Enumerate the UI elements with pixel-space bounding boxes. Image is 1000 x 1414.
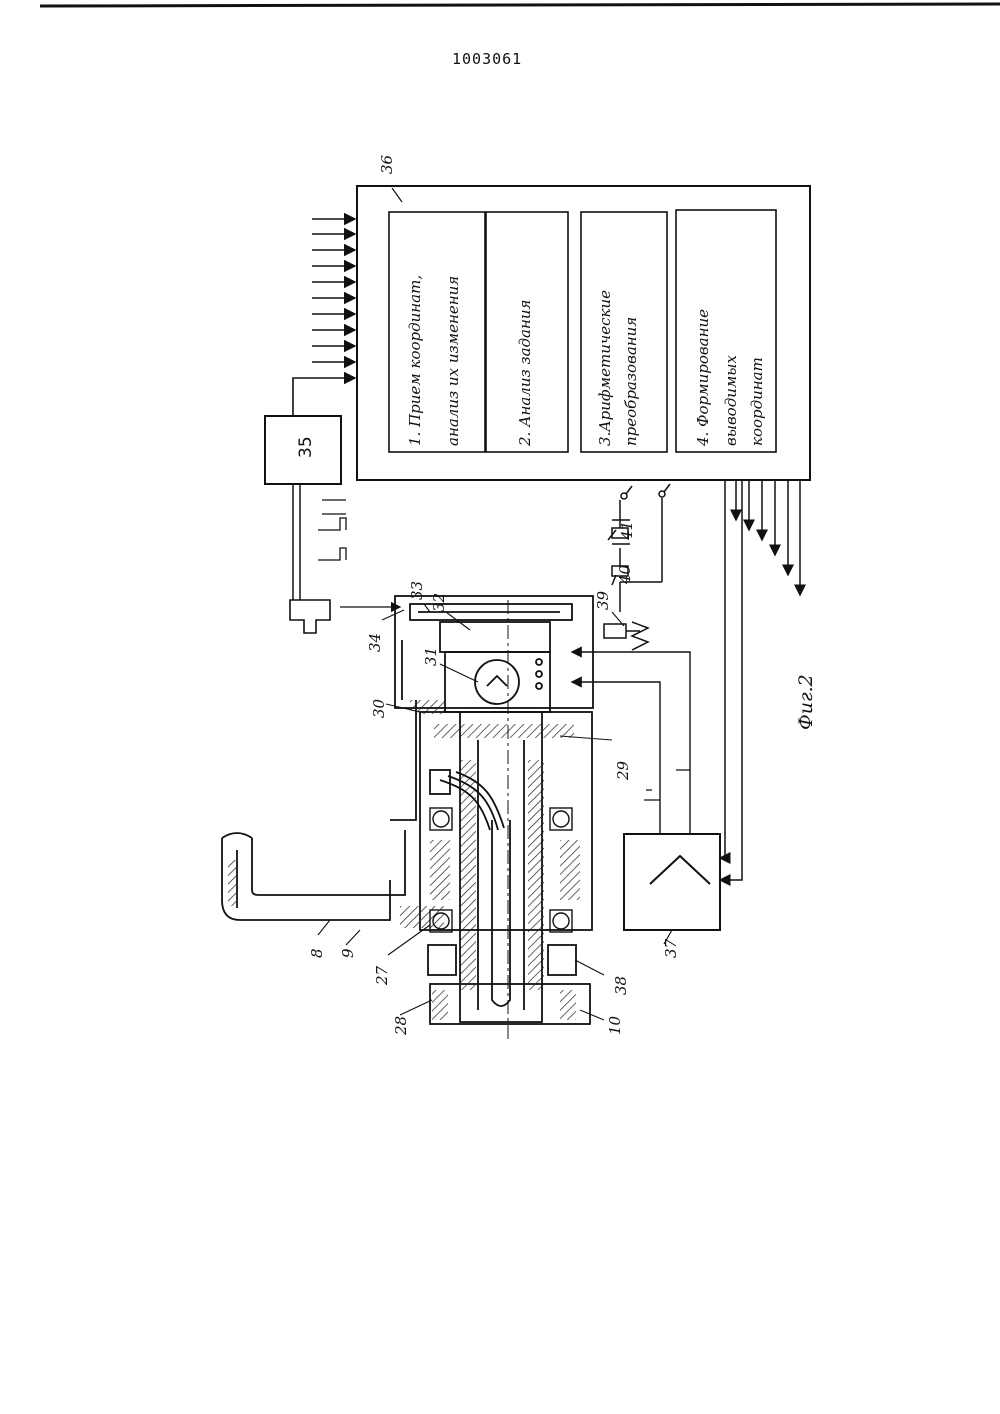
- block4-line3: координат: [748, 357, 766, 446]
- label-33: 33: [408, 581, 426, 600]
- unit-35: 35: [265, 416, 400, 633]
- label-10: 10: [606, 1015, 624, 1035]
- input-arrows: [293, 219, 355, 416]
- label-39: 39: [594, 590, 612, 610]
- figure-caption: Фиг.2: [795, 674, 817, 730]
- label-38: 38: [612, 976, 630, 995]
- label-27: 27: [373, 965, 391, 986]
- label-28: 28: [392, 1016, 410, 1036]
- block3-line2: преобразования: [622, 317, 640, 446]
- block-coordinates-reception: [389, 212, 485, 452]
- mechanism: [222, 596, 593, 1040]
- label-32: 32: [430, 593, 448, 612]
- block4-line1: 4. Формирование: [694, 309, 712, 447]
- switches: [604, 484, 670, 650]
- block3-line1: 3.Арифметические: [596, 290, 614, 446]
- label-34: 34: [366, 633, 384, 652]
- output-arrows: [720, 480, 800, 880]
- block4-line2: выводимых: [722, 354, 740, 446]
- label-35: 35: [296, 436, 316, 458]
- label-37: 37: [662, 938, 680, 958]
- label-30: 30: [370, 698, 388, 718]
- block2-line1: 2. Анализ задания: [516, 300, 534, 447]
- control-unit-36: 36 1. Прием координат, анализ их изменен…: [357, 154, 810, 480]
- label-29: 29: [614, 760, 632, 781]
- label-31: 31: [422, 647, 440, 666]
- label-8: 8: [308, 948, 326, 958]
- label-36: 36: [378, 154, 396, 174]
- label-41: 41: [618, 521, 636, 541]
- block1-line1: 1. Прием координат,: [406, 275, 424, 446]
- label-40: 40: [616, 564, 634, 585]
- block1-line2: анализ их изменения: [444, 276, 462, 446]
- label-9: 9: [339, 948, 357, 958]
- unit-37: [572, 652, 720, 944]
